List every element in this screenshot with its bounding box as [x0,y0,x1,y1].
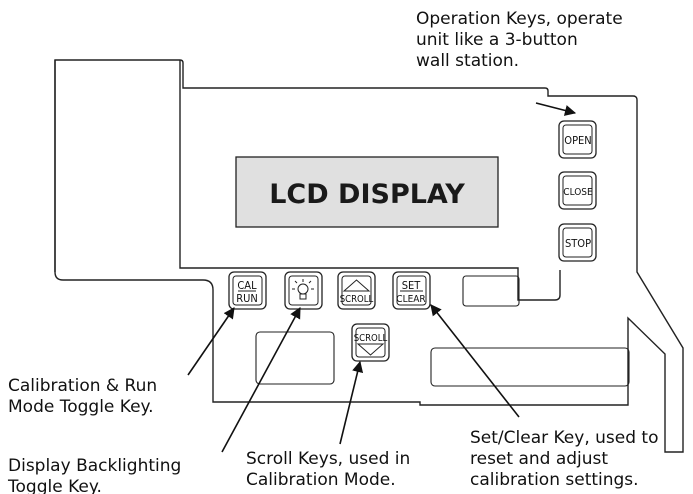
close-key-label: CLOSE [563,187,593,198]
cal-key-label: CAL [237,279,257,292]
cal-run-callout: Calibration & Run Mode Toggle Key. [8,376,163,417]
stop-key-label: STOP [565,237,591,250]
set-clear-key[interactable]: SET CLEAR [392,271,431,310]
cal-run-key[interactable]: CAL RUN [228,271,267,310]
scroll-up-key[interactable]: SCROLL [337,271,376,310]
lower-right-recess [430,347,630,387]
close-key[interactable]: CLOSE [558,171,597,210]
operation-keys-arrow [535,102,577,116]
lightbulb-icon [292,279,314,300]
lcd-display-label: LCD DISPLAY [269,179,465,210]
clear-key-label: CLEAR [396,294,425,305]
scroll-down-arrow-icon [356,343,385,356]
scroll-down-label: SCROLL [354,333,388,344]
operation-keys-callout: Operation Keys, operate unit like a 3-bu… [416,9,628,71]
set-key-label: SET [402,279,422,292]
side-recess [462,275,520,307]
stop-key[interactable]: STOP [558,223,597,262]
run-key-label: RUN [236,292,258,305]
backlight-callout: Display Backlighting Toggle Key. [7,456,187,494]
lcd-display: LCD DISPLAY [235,156,499,228]
open-key[interactable]: OPEN [558,120,597,159]
set-clear-callout: Set/Clear Key, used to reset and adjust … [470,428,664,490]
scroll-down-key[interactable]: SCROLL [351,323,390,362]
open-key-label: OPEN [564,134,591,147]
scroll-arrow [339,360,364,445]
set-clear-arrow [430,304,520,418]
cal-run-arrow [187,307,235,376]
lower-left-recess [255,331,335,385]
backlight-key[interactable] [284,271,323,310]
scroll-up-arrow-icon [342,279,371,292]
scroll-callout: Scroll Keys, used in Calibration Mode. [246,449,416,490]
backlight-arrow [221,307,301,453]
scroll-up-label: SCROLL [340,294,374,305]
leader-lines [187,102,577,453]
panel-body [54,59,684,453]
